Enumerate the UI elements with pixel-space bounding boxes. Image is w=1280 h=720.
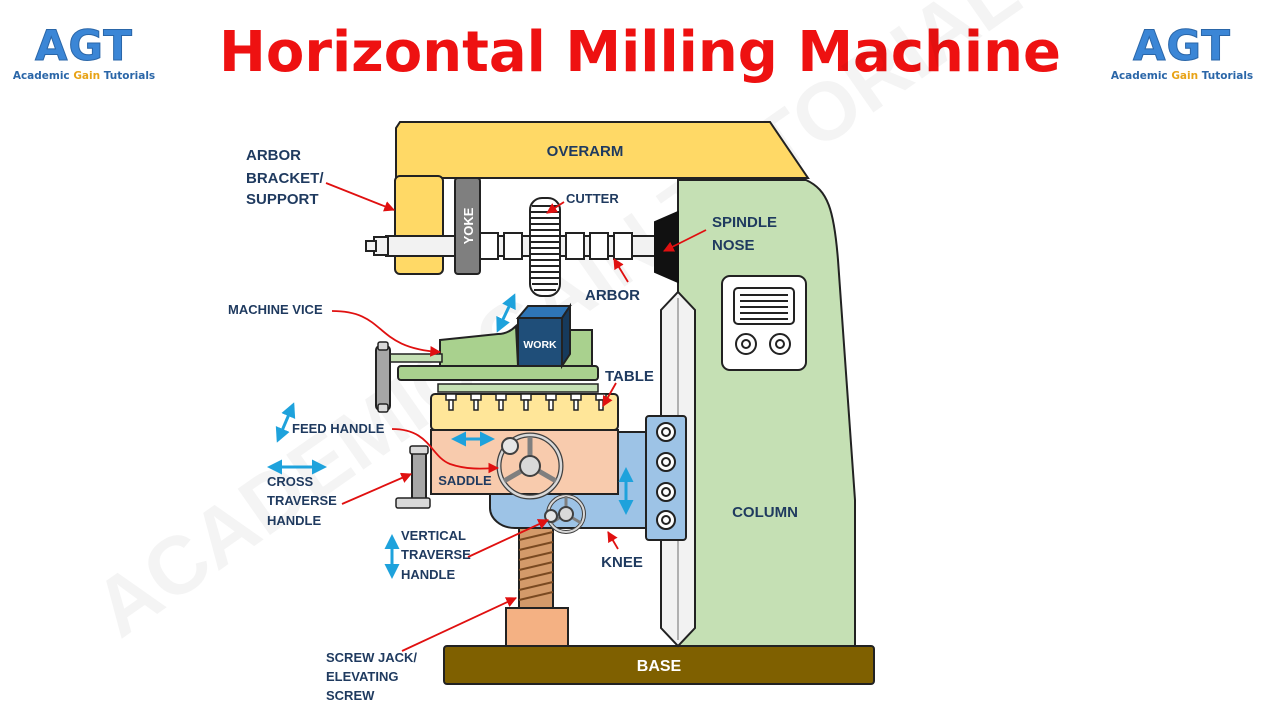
screw-jack-housing [505,607,569,647]
spindle-nose-label: SPINDLE NOSE [712,214,781,254]
base-label: BASE [637,658,682,675]
motion-arrows [267,293,634,579]
screw-threads [518,531,554,601]
logo-tagline: Academic Gain Tutorials [1110,70,1254,82]
arbor-label: ARBOR [585,287,640,304]
screw-jack-label: SCREW JACK/ ELEVATING SCREW [326,650,421,703]
feed-handle-label: FEED HANDLE [292,421,385,436]
logo-right: AGT Academic Gain Tutorials [1102,21,1262,82]
logo-tagline: Academic Gain Tutorials [12,70,156,82]
logo-mark: AGT [35,21,133,70]
knee-bolts [656,422,676,530]
vice-screw-rod [389,353,443,363]
arbor-collars [479,232,633,260]
table-t-slots [445,393,607,411]
column-label: COLUMN [732,504,798,521]
watermark: ACADEMIC GAIN TUTORIALS [78,0,1081,655]
page-title: Horizontal Milling Machine [219,20,1061,85]
spindle-nose [654,210,679,284]
arbor-bracket [394,175,444,275]
base [443,645,875,685]
logo-mark: AGT [1133,21,1231,70]
feed-motion-arrow [275,402,296,443]
yoke [454,177,481,275]
cutter-label: CUTTER [566,191,619,206]
work-label: WORK [523,339,557,351]
vice-handle [375,345,391,411]
overarm-label: OVERARM [547,143,624,160]
knee-label: KNEE [601,554,643,571]
column [677,179,856,647]
cross-traverse-label: CROSS TRAVERSE HANDLE [267,474,340,528]
cutter-teeth [531,205,559,291]
logo-left: AGT Academic Gain Tutorials [4,21,164,82]
panel-vent-slots [740,294,788,320]
vertical-traverse-label: VERTICAL TRAVERSE HANDLE [401,528,474,582]
leader-lines [325,182,707,652]
vice-base [397,365,599,381]
cross-traverse-handle [411,451,427,505]
vice-motion-arrow [496,293,516,333]
table-label: TABLE [605,368,654,385]
overarm [395,121,810,179]
vertical-traverse-handwheel [544,494,586,534]
machine-vice-label: MACHINE VICE [228,302,323,317]
arbor-bracket-label: ARBOR BRACKET/ SUPPORT [246,147,328,208]
yoke-label: YOKE [461,207,476,244]
saddle-label: SADDLE [438,473,492,488]
knee-clamp-plate [645,415,687,541]
table-top-slot-plate [437,383,599,393]
